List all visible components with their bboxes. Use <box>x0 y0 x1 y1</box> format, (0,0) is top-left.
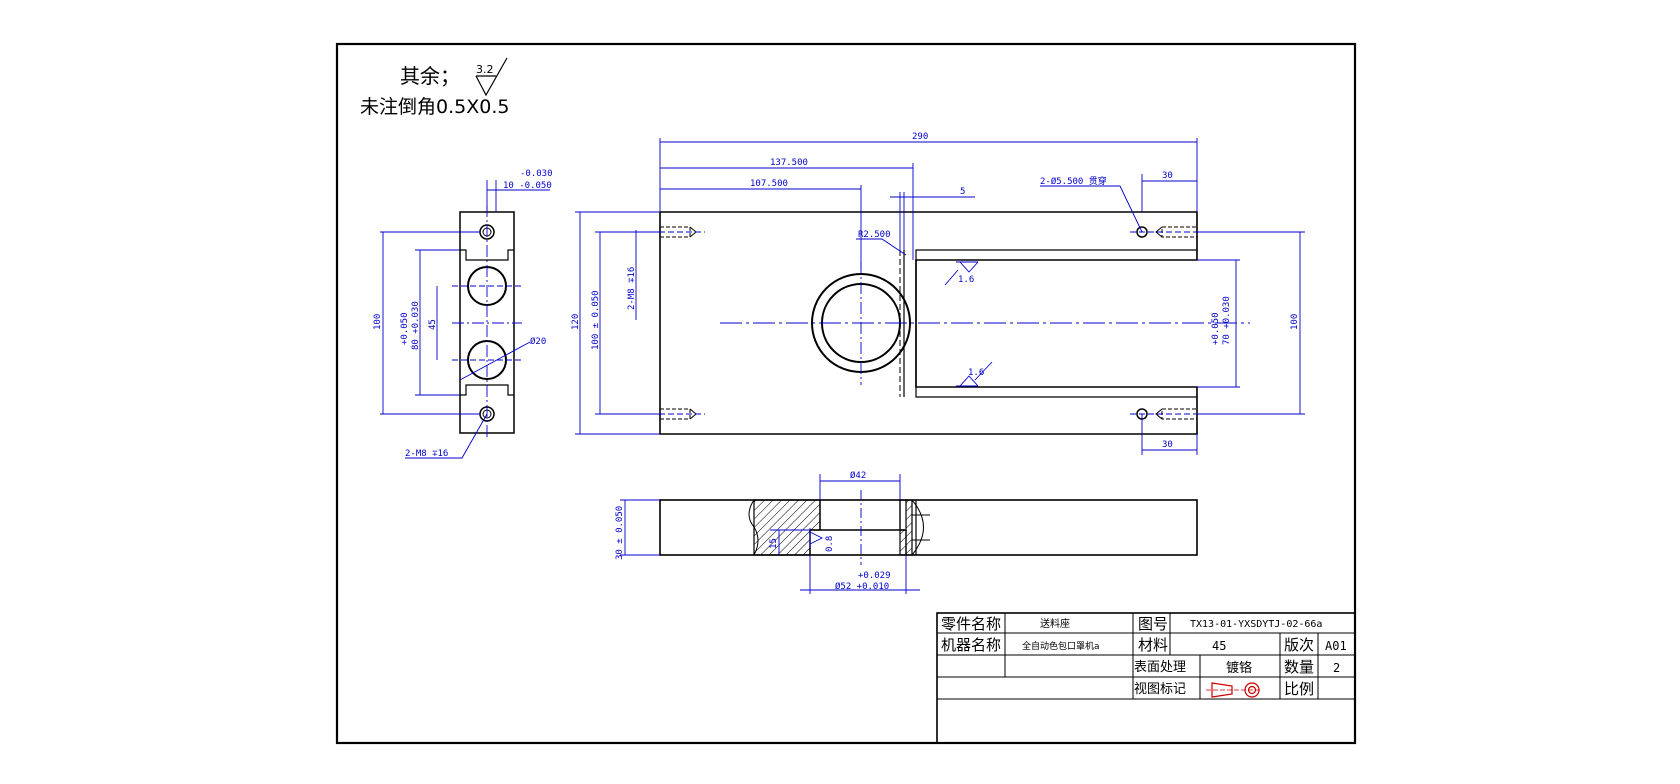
dim-front-120: 120 <box>571 314 581 330</box>
dim-front-70: 70 +0.030 <box>1222 296 1232 345</box>
dim-side-tol: -0.030 <box>520 169 553 179</box>
chamfer-note: 未注倒角0.5X0.5 <box>360 96 509 118</box>
dim-front-hole-note: 2-Ø5.500 贯穿 <box>1040 175 1107 187</box>
dim-front-30-top: 30 <box>1162 171 1173 181</box>
dim-front-70-tol: +0.050 <box>1211 312 1221 345</box>
tb-version-label: 版次 <box>1284 636 1314 654</box>
section-view-dimensions: Ø42 30 ± 0.050 15 0.8 +0.029 Ø52 +0.010 <box>615 470 920 594</box>
dim-bottom-30: 30 ± 0.050 <box>615 506 625 560</box>
dim-front-rough-lower: 1.6 <box>968 368 984 378</box>
tb-version-value: A01 <box>1325 639 1347 653</box>
tb-scale-label: 比例 <box>1284 680 1314 698</box>
roughness-bottom-icon <box>809 531 824 545</box>
dim-front-rough-upper: 1.6 <box>958 275 974 285</box>
tb-machine-name-label: 机器名称 <box>941 636 1001 654</box>
dim-front-290: 290 <box>912 132 928 142</box>
dim-bottom-rough: 0.8 <box>825 536 835 552</box>
dim-front-107: 107.500 <box>750 179 788 189</box>
remaining-roughness-prefix: 其余； <box>400 64 460 88</box>
tb-material-label: 材料 <box>1138 636 1168 654</box>
tb-material-value: 45 <box>1212 639 1226 653</box>
dim-side-45: 45 <box>428 319 438 330</box>
side-view <box>452 205 522 440</box>
dim-front-137: 137.500 <box>770 158 808 168</box>
side-view-dimensions: -0.030 10 -0.050 100 +0.050 80 +0.030 45… <box>373 169 553 459</box>
drawing-frame <box>335 42 1357 745</box>
front-view-dimensions: 290 137.500 107.500 5 2-Ø5.500 贯穿 30 R2.… <box>571 132 1305 455</box>
dim-bottom-dia42: Ø42 <box>850 470 866 481</box>
tb-view-mark-label: 视图标记 <box>1134 682 1186 697</box>
dim-front-5: 5 <box>960 187 965 197</box>
dim-front-100-tol: 100 ± 0.050 <box>591 290 601 350</box>
tb-drawing-no-value: TX13-01-YXSDYTJ-02-66a <box>1190 619 1322 630</box>
tb-quantity-label: 数量 <box>1284 658 1314 676</box>
dim-bottom-dia52: Ø52 +0.010 <box>835 581 889 592</box>
dim-bottom-dia52-tol: +0.029 <box>858 571 891 581</box>
roughness-symbol-icon <box>475 57 508 97</box>
tb-machine-name-value: 全自动色包口罩机a <box>1022 640 1100 652</box>
dim-bottom-15: 15 <box>769 538 779 549</box>
dim-side-dia20: Ø20 <box>530 336 546 347</box>
tb-surface-value: 镀铬 <box>1226 660 1252 676</box>
dim-front-100-right: 100 <box>1290 314 1300 330</box>
tb-surface-label: 表面处理 <box>1134 660 1186 675</box>
projection-symbol-icon <box>1206 682 1262 698</box>
title-block: 零件名称 送料座 图号 TX13-01-YXSDYTJ-02-66a 机器名称 … <box>936 612 1356 744</box>
tb-quantity-value: 2 <box>1333 661 1340 675</box>
dim-side-width: 10 -0.050 <box>503 181 552 191</box>
tb-part-name-value: 送料座 <box>1040 617 1070 630</box>
notes: 其余； 3.2 未注倒角0.5X0.5 <box>360 57 509 118</box>
dim-side-80: 80 +0.030 <box>411 301 421 350</box>
roughness-upper-icon <box>959 261 979 273</box>
tb-drawing-no-label: 图号 <box>1138 615 1168 633</box>
roughness-lower-icon <box>959 375 979 387</box>
dim-side-holes: 2-M8 ∓16 <box>405 449 448 459</box>
dim-front-m8: 2-M8 ∓16 <box>627 267 637 310</box>
dim-side-100: 100 <box>373 314 383 330</box>
dim-side-80-tol: +0.050 <box>400 312 410 345</box>
dim-front-r25: R2.500 <box>858 230 891 240</box>
dim-front-30-bottom: 30 <box>1162 440 1173 450</box>
section-view <box>659 490 1198 565</box>
remaining-roughness-value: 3.2 <box>476 63 494 76</box>
tb-part-name-label: 零件名称 <box>941 615 1001 633</box>
front-view <box>650 211 1250 435</box>
